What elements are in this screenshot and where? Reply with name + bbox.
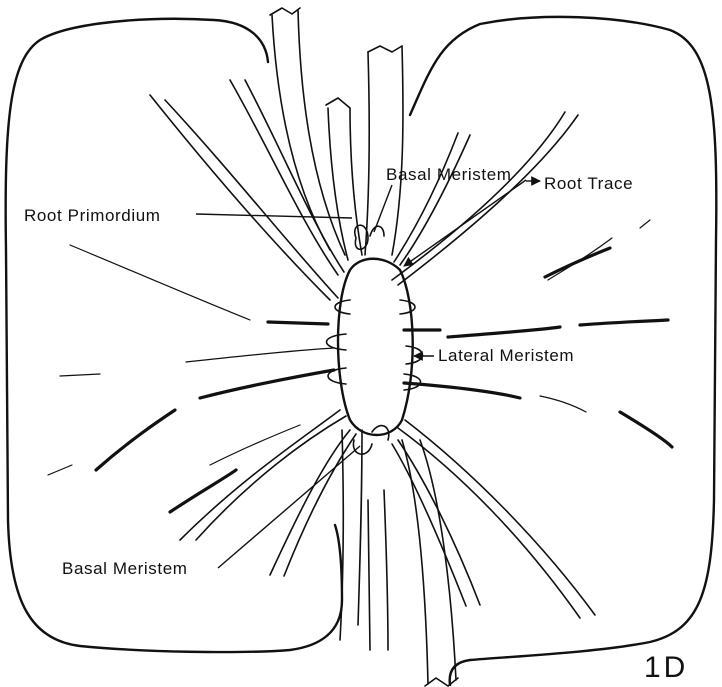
central-cavity	[338, 259, 413, 435]
left-fragments	[48, 322, 334, 512]
label-basal-meristem-bottom: Basal Meristem	[62, 559, 188, 578]
root-traces-upper-left	[70, 80, 344, 320]
root-traces-upper-right	[392, 112, 650, 285]
label-root-trace: Root Trace	[544, 174, 633, 193]
label-root-primordium: Root Primordium	[24, 206, 161, 225]
bottom-stems	[340, 430, 458, 686]
root-traces-lower-left	[180, 410, 356, 576]
root-traces-lower-right	[392, 420, 595, 618]
label-basal-meristem-top: Basal Meristem	[386, 165, 512, 184]
label-lateral-meristem: Lateral Meristem	[438, 346, 574, 365]
figure-id: 1D	[644, 651, 688, 684]
top-stems	[270, 8, 403, 260]
